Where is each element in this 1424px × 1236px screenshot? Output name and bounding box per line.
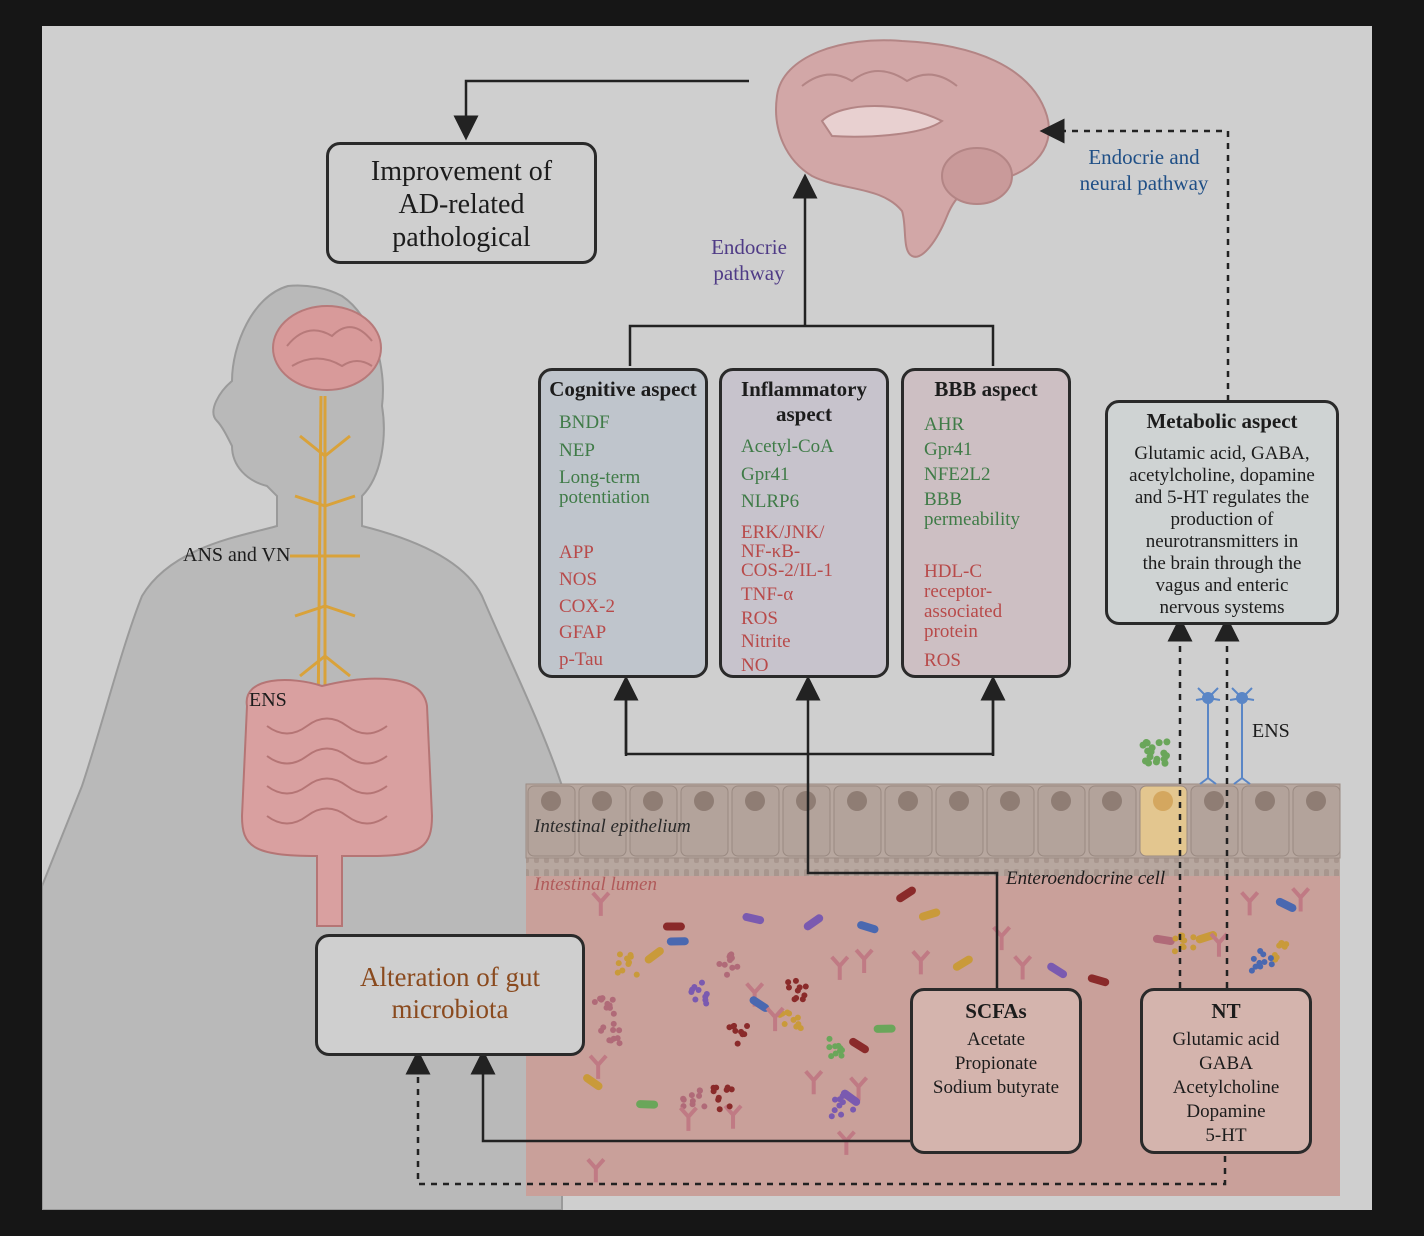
inflammatory-down-4: Nitrite: [741, 631, 791, 652]
improvement-text: Improvement of AD-related pathological: [370, 156, 553, 253]
cognitive-up-2: NEP: [559, 440, 595, 461]
cognitive-down-4: GFAP: [559, 622, 607, 643]
nt-item-3: Acetylcholine: [1172, 1077, 1280, 1098]
bbb-up-4: BBB permeability: [924, 489, 1021, 530]
cognitive-down-5: p-Tau: [559, 649, 604, 670]
bbb-down-2: ROS: [924, 650, 961, 671]
alteration-text: Alteration of gut microbiota: [360, 962, 540, 1024]
cognitive-up-1: BNDF: [559, 412, 610, 433]
alteration-box: Alteration of gut microbiota: [315, 934, 585, 1056]
cognitive-down-1: APP: [559, 542, 594, 563]
intestinal-epithelium-label: Intestinal epithelium: [534, 816, 691, 837]
scfas-title: SCFAs: [965, 999, 1027, 1023]
cognitive-down-3: COX-2: [559, 596, 615, 617]
enteroendocrine-cell-label: Enteroendocrine cell: [1006, 868, 1166, 889]
bbb-up-3: NFE2L2: [924, 464, 991, 485]
head-brain-icon: [272, 305, 382, 391]
nt-title: NT: [1211, 999, 1241, 1023]
nt-box: NT Glutamic acid GABA Acetylcholine Dopa…: [1140, 988, 1312, 1154]
cognitive-title: Cognitive aspect: [549, 377, 697, 401]
inflammatory-down-5: NO: [741, 655, 769, 676]
inflammatory-down-3: ROS: [741, 608, 778, 629]
scfas-box: SCFAs Acetate Propionate Sodium butyrate: [910, 988, 1082, 1154]
intestinal-lumen-label: Intestinal lumen: [534, 874, 657, 895]
inflammatory-up-3: NLRP6: [741, 491, 800, 512]
endocrine-neural-pathway-label: Endocrie and neural pathway: [1079, 145, 1209, 195]
inflammatory-down-2: TNF-α: [741, 584, 794, 605]
scfas-item-3: Sodium butyrate: [932, 1077, 1060, 1098]
metabolic-text: Glutamic acid, GABA, acetylcholine, dopa…: [1129, 443, 1315, 618]
metabolic-title: Metabolic aspect: [1146, 409, 1298, 433]
ans-vn-label: ANS and VN: [183, 544, 291, 566]
bbb-down-1: HDL-C receptor- associated protein: [924, 561, 1003, 642]
nt-item-4: Dopamine: [1186, 1101, 1266, 1122]
cognitive-aspect-box: Cognitive aspect BNDF NEP Long-term pote…: [538, 368, 708, 678]
inflammatory-up-1: Acetyl-CoA: [741, 436, 834, 457]
cognitive-down-2: NOS: [559, 569, 598, 590]
inflammatory-up-2: Gpr41: [741, 464, 790, 485]
bbb-up-2: Gpr41: [924, 439, 973, 460]
intestine-icon: [240, 677, 434, 927]
ens-body-label: ENS: [249, 689, 287, 711]
endocrine-pathway-label: Endocrie pathway: [711, 235, 787, 285]
green-vesicles: [1139, 738, 1171, 767]
improvement-box: Improvement of AD-related pathological: [326, 142, 597, 264]
inflammatory-title: Inflammatory aspect: [741, 377, 867, 426]
nt-item-5: 5-HT: [1205, 1125, 1247, 1146]
cognitive-up-3: Long-term potentiation: [559, 467, 650, 508]
inflammatory-down-1: ERK/JNK/ NF-κB- COS-2/IL-1: [741, 522, 833, 581]
inflammatory-aspect-box: Inflammatory aspect Acetyl-CoA Gpr41 NLR…: [719, 368, 889, 678]
bbb-title: BBB aspect: [934, 377, 1038, 401]
nt-item-1: Glutamic acid: [1172, 1029, 1280, 1050]
scfas-item-1: Acetate: [966, 1029, 1025, 1050]
brain-icon: [775, 39, 1050, 258]
ens-gut-label: ENS: [1252, 720, 1290, 742]
scfas-item-2: Propionate: [954, 1053, 1038, 1074]
bbb-aspect-box: BBB aspect AHR Gpr41 NFE2L2 BBB permeabi…: [901, 368, 1071, 678]
metabolic-aspect-box: Metabolic aspect Glutamic acid, GABA, ac…: [1105, 400, 1339, 625]
diagram-canvas: Improvement of AD-related pathological E…: [42, 26, 1372, 1210]
nt-item-2: GABA: [1199, 1053, 1253, 1074]
neuron-icon: [1195, 687, 1255, 785]
bbb-up-1: AHR: [924, 414, 965, 435]
